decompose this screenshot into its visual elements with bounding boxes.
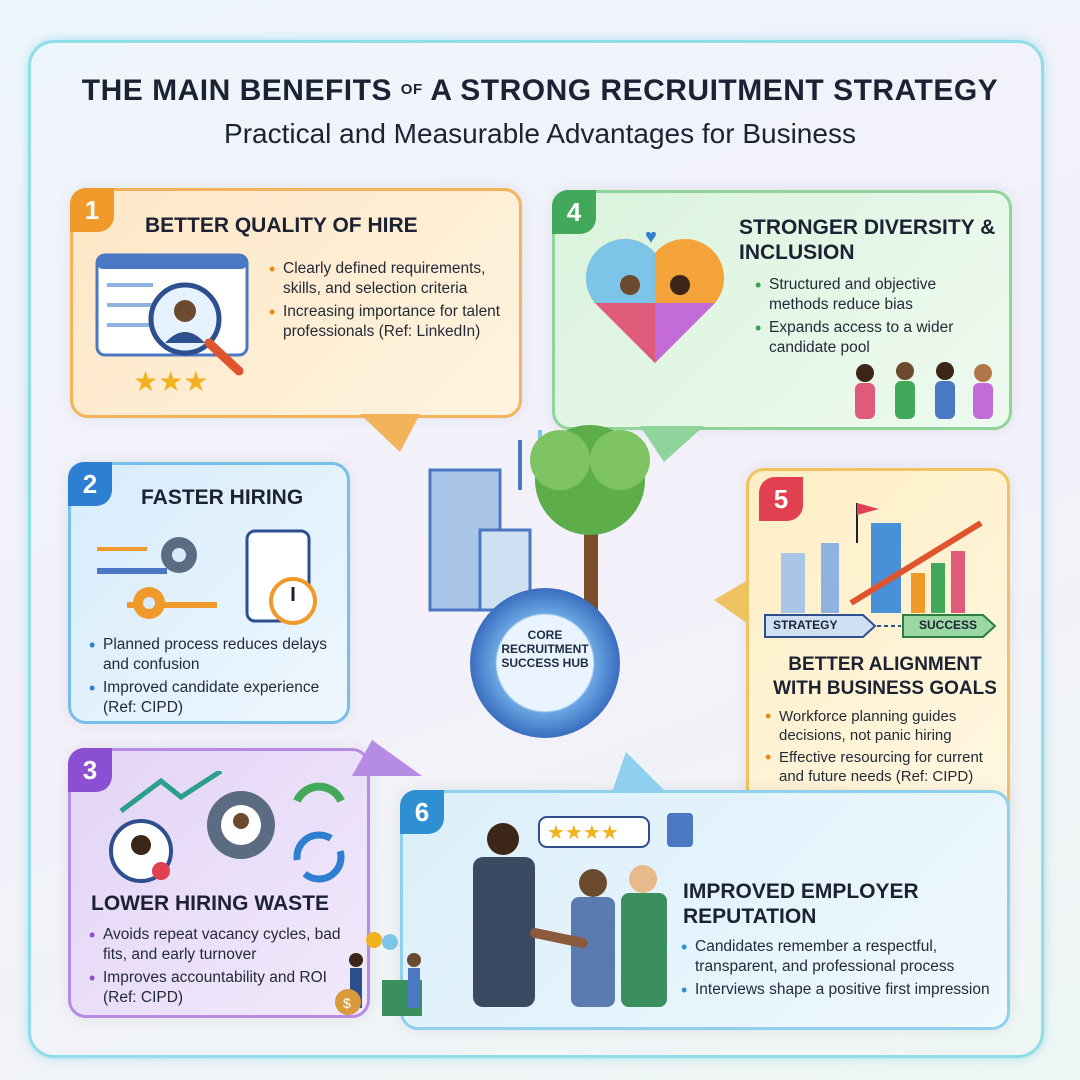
card-bullets: Planned process reduces delays and confu… (89, 635, 339, 721)
title-of: OF (400, 81, 423, 98)
card-number: 3 (68, 748, 112, 792)
card-number: 6 (400, 790, 444, 834)
core-hub-label: CORE RECRUITMENT SUCCESS HUB (501, 628, 589, 670)
svg-text:★★★★: ★★★★ (547, 822, 619, 844)
growth-chart-icon (781, 503, 983, 613)
card-title: BETTER ALIGNMENT WITH BUSINESS GOALS (773, 654, 997, 699)
waste-reduction-icon (109, 771, 345, 883)
card-quality-of-hire: 1 BETTER QUALITY OF HIRE ★★★ Clearly def… (70, 188, 522, 418)
bullet: Interviews shape a positive first impres… (681, 980, 1001, 1000)
bullet: Improved candidate experience (Ref: CIPD… (89, 678, 339, 718)
strategy-label: STRATEGY (773, 618, 838, 632)
card-bullets: Structured and objective methods reduce … (755, 275, 995, 361)
card-1-tail (360, 414, 420, 452)
card-bullets: Clearly defined requirements, skills, an… (269, 259, 509, 345)
puzzle-heart-icon: ♥ (585, 226, 725, 363)
bullet: Candidates remember a respectful, transp… (681, 937, 1001, 977)
card-number: 4 (552, 190, 596, 234)
svg-text:★★★: ★★★ (133, 366, 208, 397)
card-6-tail (612, 752, 666, 792)
magnifier-profile-icon: ★★★ (95, 253, 249, 397)
svg-text:$: $ (343, 995, 351, 1011)
page-subtitle: Practical and Measurable Advantages for … (224, 118, 856, 149)
card-number: 1 (70, 188, 114, 232)
card-faster-hiring: 2 FASTER HIRING Planned process reduces … (68, 462, 350, 724)
card-title: STRONGER DIVERSITY & INCLUSION (739, 216, 996, 264)
card-employer-reputation: 6 ★★★★ IMPROVED EMPLOYER REPUTATION Cand… (400, 790, 1010, 1030)
strategy-success-arrow-icon (764, 614, 997, 638)
budget-team-icon: $ (335, 932, 422, 1016)
tree-and-building-icon (428, 425, 650, 612)
card-bullets: Workforce planning guides decisions, not… (765, 707, 1001, 789)
card-bullets: Avoids repeat vacancy cycles, bad fits, … (89, 925, 359, 1011)
svg-text:♥: ♥ (645, 226, 657, 248)
bullet: Increasing importance for talent profess… (269, 302, 509, 342)
bullet: Clearly defined requirements, skills, an… (269, 259, 509, 299)
bullet: Avoids repeat vacancy cycles, bad fits, … (89, 925, 359, 965)
page-title: THE MAIN BENEFITS OF A STRONG RECRUITMEN… (81, 74, 999, 107)
bullet: Improves accountability and ROI (Ref: CI… (89, 968, 359, 1008)
card-3-tail (352, 740, 422, 776)
card-title: BETTER QUALITY OF HIRE (145, 214, 418, 237)
bullet: Workforce planning guides decisions, not… (765, 707, 1001, 745)
process-gears-icon (97, 529, 317, 625)
card-diversity-inclusion: 4 ♥ STRONGER DIVERSITY & INCLUSION Struc… (552, 190, 1012, 430)
card-4-tail (640, 426, 704, 462)
card-5-tail (714, 580, 748, 624)
core-hub-gear (470, 588, 620, 738)
outer-frame (28, 40, 1044, 1058)
team-celebration-icon (855, 362, 993, 419)
bullet: Expands access to a wider candidate pool (755, 318, 995, 358)
card-number: 2 (68, 462, 112, 506)
card-title: LOWER HIRING WASTE (91, 892, 329, 915)
card-business-alignment: 5 STRATEGY SUCCESS BETTER ALIGNMENT WITH… (746, 468, 1010, 816)
card-title: FASTER HIRING (141, 486, 304, 509)
bullet: Effective resourcing for current and fut… (765, 748, 1001, 786)
card-lower-waste: 3 LOWER HIRING WASTE Avoids repeat vacan… (68, 748, 370, 1018)
card-number: 5 (759, 477, 803, 521)
bullet: Structured and objective methods reduce … (755, 275, 995, 315)
card-title: IMPROVED EMPLOYER REPUTATION (683, 880, 919, 928)
bullet: Planned process reduces delays and confu… (89, 635, 339, 675)
card-bullets: Candidates remember a respectful, transp… (681, 937, 1001, 1003)
success-label: SUCCESS (919, 618, 978, 632)
handshake-review-icon: ★★★★ (473, 813, 693, 1007)
